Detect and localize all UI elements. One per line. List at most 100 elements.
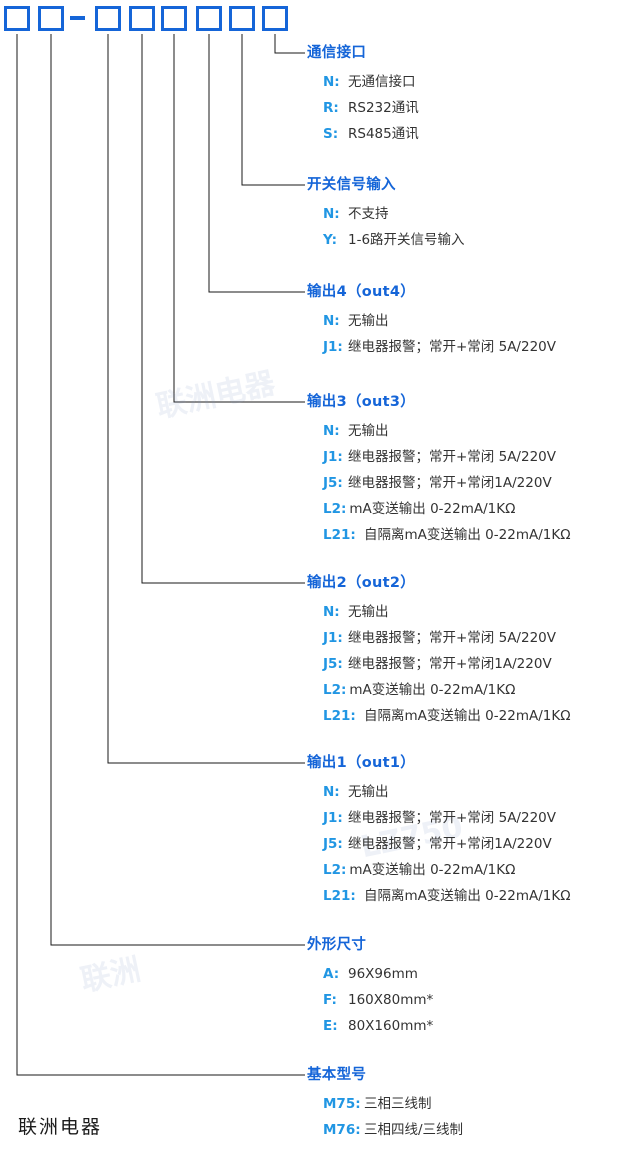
option-key: J5: [323,475,343,491]
option-row: J1: 继电器报警；常开+常闭 5A/220V [323,334,556,360]
section-title: 基本型号 [307,1067,367,1083]
code-box-5[interactable] [161,6,187,31]
option-row: N: 无输出 [323,418,571,444]
option-key: S: [323,126,339,142]
option-row: L21: 自隔离mA变送输出 0-22mA/1KΩ [323,883,571,909]
option-row: N: 无输出 [323,308,556,334]
leader-line-comm-interface [274,34,305,54]
option-key: E: [323,1018,338,1034]
option-row: J1: 继电器报警；常开+常闭 5A/220V [323,805,571,831]
option-row: J5: 继电器报警；常开+常闭1A/220V [323,470,571,496]
leader-line-switch-signal-input [241,34,305,186]
option-key: A: [323,966,340,982]
option-key: L21: [323,527,356,543]
option-row: L2: mA变送输出 0-22mA/1KΩ [323,677,571,703]
option-list: N: 无输出 J1: 继电器报警；常开+常闭 5A/220V [307,308,556,360]
option-value: mA变送输出 0-22mA/1KΩ [349,501,516,517]
option-list: N: 无输出 J1: 继电器报警；常开+常闭 5A/220V J5: 继电器报警… [307,599,571,729]
option-value: mA变送输出 0-22mA/1KΩ [349,682,516,698]
section-title: 通信接口 [307,45,367,61]
option-value: 无输出 [348,784,389,800]
option-row: R: RS232通讯 [323,95,419,121]
watermark: 联洲 [77,952,144,999]
option-row: J5: 继电器报警；常开+常闭1A/220V [323,651,571,677]
option-value: 自隔离mA变送输出 0-22mA/1KΩ [364,888,571,904]
code-box-1[interactable] [4,6,30,31]
option-value: 三相四线/三线制 [364,1122,464,1138]
code-box-6[interactable] [196,6,222,31]
code-box-7[interactable] [229,6,255,31]
option-value: mA变送输出 0-22mA/1KΩ [349,862,516,878]
option-list: N: 不支持 Y: 1-6路开关信号输入 [307,201,465,253]
option-value: 无输出 [348,604,389,620]
option-value: 自隔离mA变送输出 0-22mA/1KΩ [364,708,571,724]
section-output2: 输出2（out2） N: 无输出 J1: 继电器报警；常开+常闭 5A/220V… [307,574,571,729]
option-key: N: [323,604,340,620]
option-value: 无输出 [348,313,389,329]
section-title: 输出3（out3） [307,394,416,410]
option-value: RS485通讯 [348,126,419,142]
brand-name: 联洲电器 [18,1116,103,1138]
option-row: M76: 三相四线/三线制 [323,1117,463,1143]
section-comm-interface: 通信接口 N: 无通信接口 R: RS232通讯 S: RS485通讯 [307,44,419,147]
option-list: A: 96X96mm F: 160X80mm* E: 80X160mm* [307,961,433,1039]
option-key: L2: [323,501,347,517]
section-title: 外形尺寸 [307,937,367,953]
option-key: N: [323,206,340,222]
option-row: L2: mA变送输出 0-22mA/1KΩ [323,496,571,522]
option-value: 不支持 [348,206,389,222]
leader-line-base-model [16,34,305,1076]
leader-line-output2 [141,34,305,584]
option-value: 继电器报警；常开+常闭1A/220V [348,836,552,852]
option-key: N: [323,784,340,800]
leader-line-output3 [173,34,305,403]
model-code-row [0,6,627,34]
section-base-model: 基本型号 M75: 三相三线制 M76: 三相四线/三线制 [307,1066,463,1143]
option-value: 继电器报警；常开+常闭 5A/220V [348,630,556,646]
option-row: S: RS485通讯 [323,121,419,147]
option-row: J1: 继电器报警；常开+常闭 5A/220V [323,625,571,651]
option-key: L2: [323,862,347,878]
option-value: 继电器报警；常开+常闭1A/220V [348,475,552,491]
section-title: 输出1（out1） [307,755,416,771]
option-value: 无输出 [348,423,389,439]
code-separator-dash [70,16,85,20]
option-row: A: 96X96mm [323,961,433,987]
option-key: Y: [323,232,338,248]
code-box-3[interactable] [95,6,121,31]
code-box-2[interactable] [38,6,64,31]
option-row: L21: 自隔离mA变送输出 0-22mA/1KΩ [323,703,571,729]
code-box-8[interactable] [262,6,288,31]
option-value: 160X80mm* [348,992,434,1008]
option-row: Y: 1-6路开关信号输入 [323,227,465,253]
option-list: N: 无输出 J1: 继电器报警；常开+常闭 5A/220V J5: 继电器报警… [307,779,571,909]
option-row: M75: 三相三线制 [323,1091,463,1117]
option-value: 96X96mm [348,966,418,982]
code-box-4[interactable] [129,6,155,31]
option-row: F: 160X80mm* [323,987,433,1013]
leader-line-dimensions [50,34,305,946]
option-value: 三相三线制 [364,1096,432,1112]
option-value: 1-6路开关信号输入 [348,232,465,248]
section-dimensions: 外形尺寸 A: 96X96mm F: 160X80mm* E: 80X160mm… [307,936,433,1039]
option-key: J1: [323,630,343,646]
option-row: L21: 自隔离mA变送输出 0-22mA/1KΩ [323,522,571,548]
option-key: L21: [323,708,356,724]
option-key: J1: [323,339,343,355]
option-list: N: 无通信接口 R: RS232通讯 S: RS485通讯 [307,69,419,147]
leader-line-output4 [208,34,305,293]
option-value: 继电器报警；常开+常闭 5A/220V [348,339,556,355]
option-key: J5: [323,656,343,672]
option-row: N: 不支持 [323,201,465,227]
option-row: E: 80X160mm* [323,1013,433,1039]
option-row: N: 无输出 [323,599,571,625]
option-key: L2: [323,682,347,698]
option-key: M76: [323,1122,361,1138]
option-key: J5: [323,836,343,852]
option-value: 继电器报警；常开+常闭1A/220V [348,656,552,672]
option-row: J5: 继电器报警；常开+常闭1A/220V [323,831,571,857]
option-key: R: [323,100,339,116]
option-key: N: [323,313,340,329]
option-key: N: [323,74,340,90]
option-row: N: 无输出 [323,779,571,805]
